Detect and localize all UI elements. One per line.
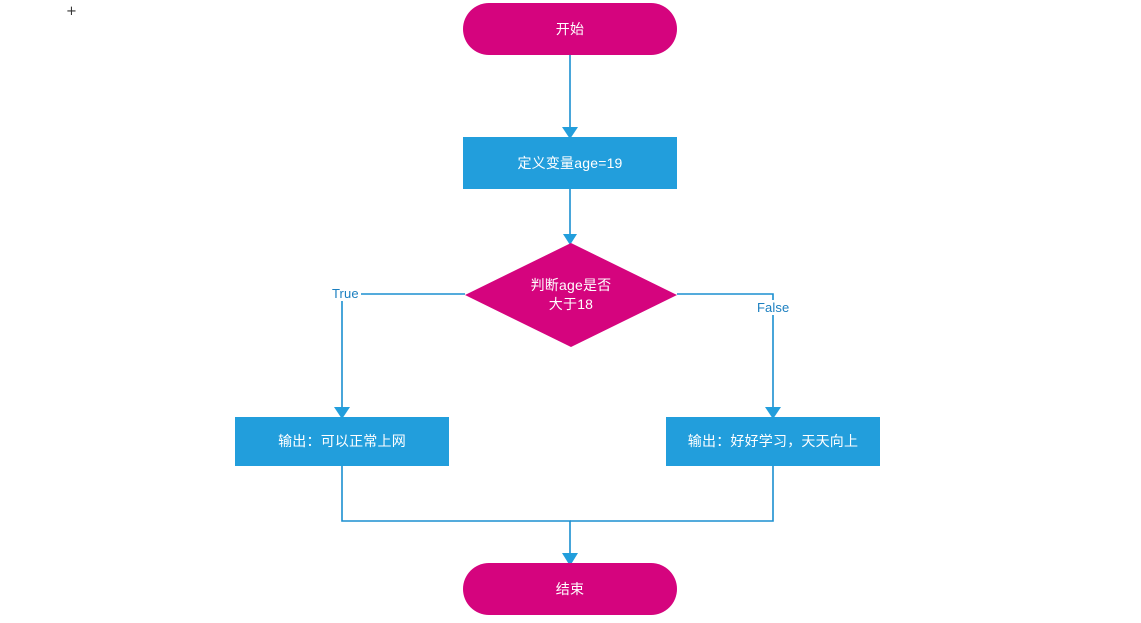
arrowhead-into-end	[562, 553, 578, 566]
node-end-shape[interactable]	[463, 563, 677, 615]
edge-label-true: True	[330, 286, 361, 301]
node-layer	[235, 3, 880, 615]
node-output-true-shape[interactable]	[235, 417, 449, 466]
arrowhead-into-define	[562, 127, 578, 139]
crosshair-cursor-icon: +	[66, 4, 77, 19]
connector-decision-to-output-false	[677, 293, 774, 410]
connector-decision-to-output-true	[341, 293, 465, 410]
connector-output-false-to-end	[570, 466, 774, 522]
connector-layer	[341, 55, 774, 556]
node-define-shape[interactable]	[463, 137, 677, 189]
node-decision-shape[interactable]	[465, 243, 677, 347]
arrowhead-into-output-false	[765, 407, 781, 419]
node-start-shape[interactable]	[463, 3, 677, 55]
connector-output-true-to-end	[341, 466, 571, 556]
node-output-false-shape[interactable]	[666, 417, 880, 466]
arrowhead-into-output-true	[334, 407, 350, 419]
arrowhead-layer	[334, 127, 781, 566]
arrowhead-into-decision	[563, 234, 577, 245]
edge-label-false: False	[755, 300, 792, 315]
